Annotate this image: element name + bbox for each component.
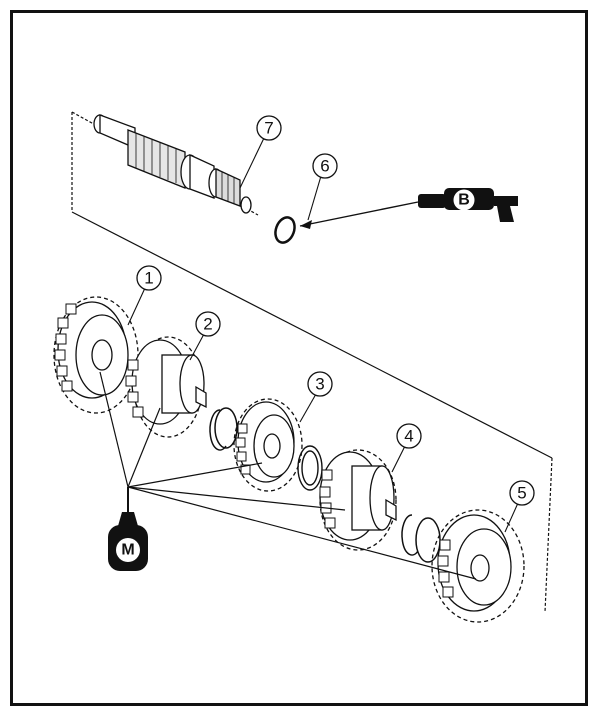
oil-can-icon: M (108, 487, 148, 571)
callout-1-label: 1 (144, 269, 153, 288)
gear-1 (53, 296, 139, 414)
callout-leaders (127, 137, 519, 533)
grease-gun-badge: B (453, 189, 475, 211)
circlip-a (209, 407, 238, 451)
callout-3: 3 (307, 371, 333, 397)
gear-5 (431, 509, 525, 623)
thrust-washer (297, 445, 323, 491)
callout-2: 2 (195, 311, 221, 337)
oil-application-lines (99, 371, 477, 580)
circlip-b (401, 514, 441, 563)
callout-4-label: 4 (404, 427, 413, 446)
callout-5: 5 (509, 480, 535, 506)
oil-can-label: M (121, 542, 134, 559)
callout-2-label: 2 (203, 315, 212, 334)
gear-2 (125, 336, 207, 438)
callout-6: 6 (312, 153, 338, 179)
callout-1: 1 (136, 265, 162, 291)
callout-7: 7 (256, 115, 282, 141)
callout-4: 4 (396, 423, 422, 449)
grease-gun-label: B (458, 192, 470, 209)
o-ring (274, 216, 296, 244)
gear-4 (319, 449, 397, 551)
main-shaft (93, 114, 252, 214)
grease-gun-icon (299, 188, 518, 229)
gear-3 (233, 398, 303, 492)
callout-3-label: 3 (315, 375, 324, 394)
callout-6-label: 6 (320, 157, 329, 176)
callout-5-label: 5 (517, 484, 526, 503)
callout-7-label: 7 (264, 119, 273, 138)
